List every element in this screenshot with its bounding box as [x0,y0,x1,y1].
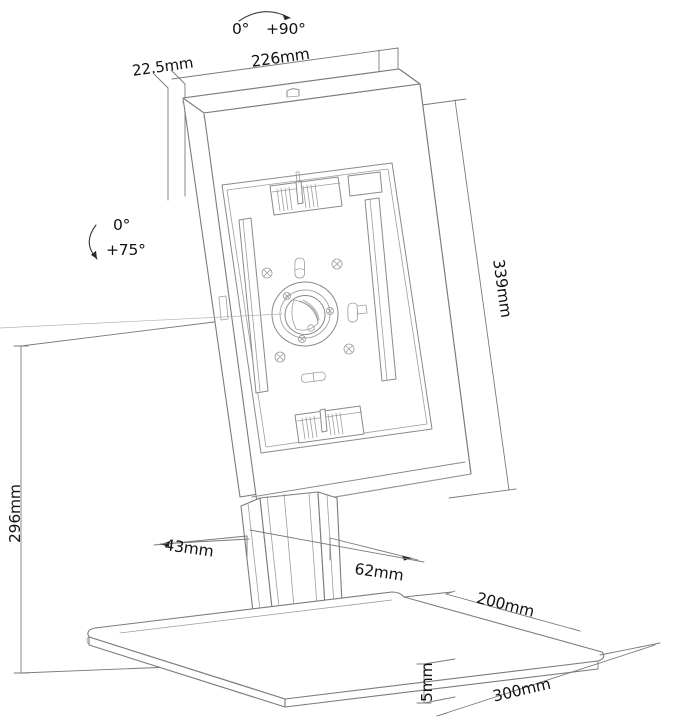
dimension-5mm [416,658,456,704]
support-column [240,491,343,613]
pivot-reference-line [0,313,283,329]
dimension-43mm [153,535,250,557]
rotation-hub [271,281,339,347]
dimension-22-5mm [152,69,186,201]
tilt-from-label: 0° [113,216,131,234]
screw-bottom-left [274,351,286,363]
top-clamp-bracket [269,171,383,216]
screw-top-left [261,267,273,279]
tilt-arrow-icon [88,224,98,260]
dimension-62mm [249,529,425,563]
screw-bottom-right [343,343,355,355]
rotation-from-label: 0° [232,20,250,38]
keyhole-right [347,302,368,323]
screw-top-right [331,258,343,270]
rotation-arrow-icon [238,11,291,22]
right-rail [364,197,397,382]
tablet-holder-frame [182,68,472,511]
dimension-200mm [403,590,581,632]
keyhole-top [294,257,306,279]
rotation-to-label: +90° [266,20,306,38]
dimension-label-296mm: 296mm [6,484,24,543]
dimension-label-5mm: 5mm [418,662,436,702]
base-plate [86,591,605,708]
vesa-mount-plate [218,162,433,454]
dimension-300mm [436,642,661,717]
tilt-to-label: +75° [106,241,146,259]
bottom-clamp-bracket [294,405,365,444]
left-rail [238,217,269,394]
keyhole-bottom [300,371,326,383]
